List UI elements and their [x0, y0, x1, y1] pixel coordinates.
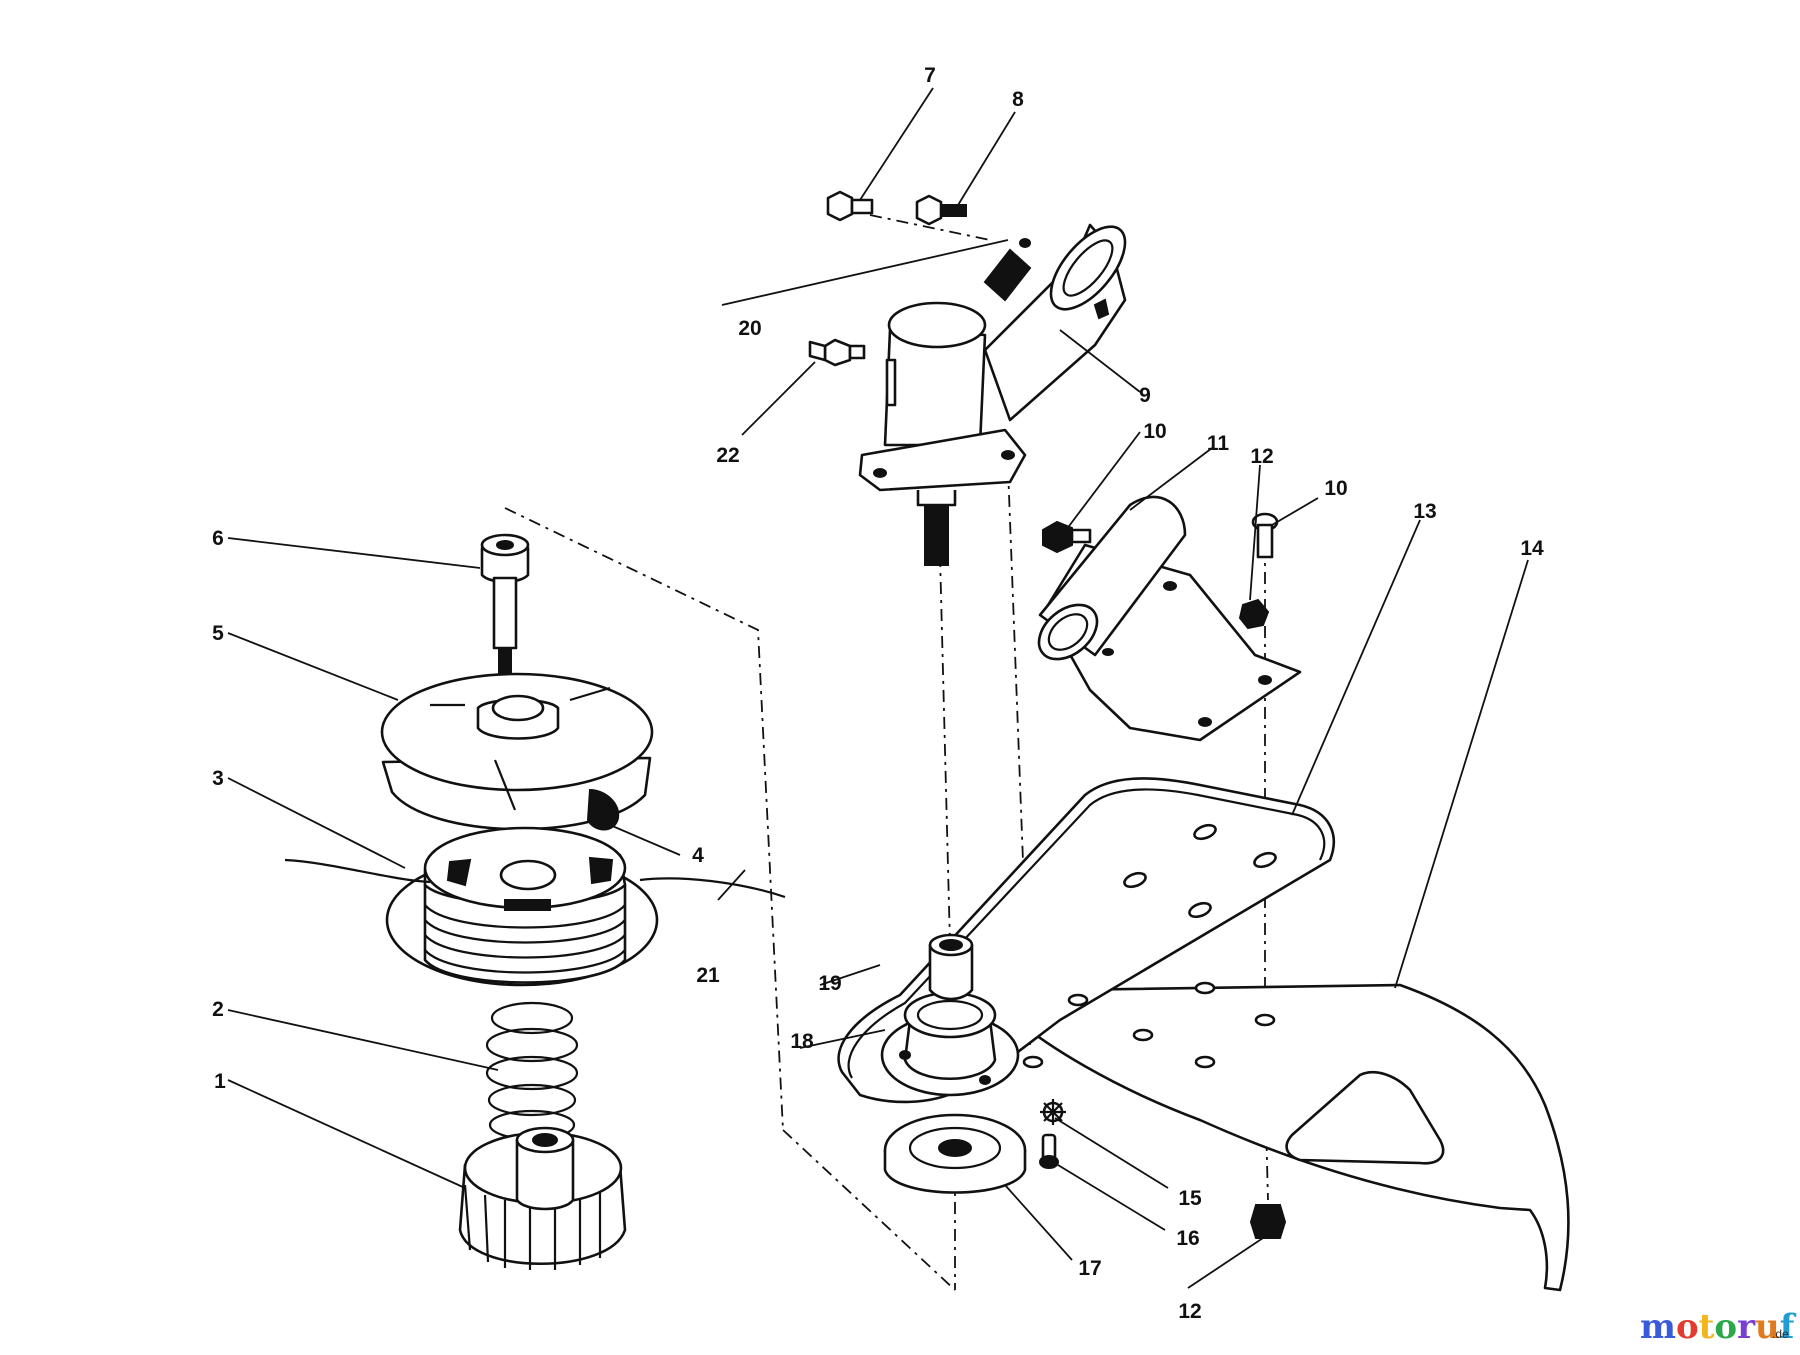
label-21: 21	[696, 964, 720, 987]
watermark-letter: o	[1676, 1307, 1699, 1347]
label-4: 4	[692, 844, 704, 867]
part-11-bracket	[1037, 495, 1302, 742]
label-20: 20	[738, 317, 761, 340]
label-19: 19	[818, 972, 841, 995]
label-6: 6	[212, 527, 224, 550]
part-14-guard-shield	[998, 983, 1570, 1292]
part-18-bearing-hub	[880, 991, 1020, 1097]
label-15: 15	[1178, 1187, 1202, 1210]
part-17-flange	[883, 1113, 1027, 1194]
label-2: 2	[212, 998, 224, 1021]
label-11: 11	[1207, 432, 1230, 455]
part-21-trimmer-line	[284, 858, 786, 899]
part-12-nut-bottom	[1249, 1204, 1287, 1239]
watermark-suffix: .de	[1772, 1327, 1789, 1341]
assembly-guide-lines	[504, 214, 1269, 1291]
label-14: 14	[1520, 537, 1544, 560]
watermark-letter: r	[1737, 1307, 1756, 1347]
part-7-bolt	[826, 190, 874, 222]
watermark-letter: o	[1714, 1307, 1737, 1347]
part-9-gear-head	[858, 223, 1127, 566]
watermark-letter: t	[1699, 1307, 1715, 1347]
label-16: 16	[1176, 1227, 1199, 1250]
label-8: 8	[1012, 88, 1024, 111]
part-8-bolt	[915, 194, 967, 226]
part-10-screw-right	[1251, 512, 1279, 559]
label-7: 7	[924, 64, 936, 87]
part-20-set-screw	[1019, 238, 1031, 248]
part-15-lock-washer	[1040, 1099, 1066, 1125]
part-22-grease-fitting	[808, 338, 866, 367]
part-19-bushing	[928, 933, 974, 1001]
label-3: 3	[212, 767, 224, 790]
label-12-lower: 12	[1178, 1300, 1201, 1323]
label-10-right: 10	[1324, 477, 1347, 500]
label-18: 18	[790, 1030, 814, 1053]
label-22: 22	[716, 444, 739, 467]
part-16-screw	[1039, 1133, 1059, 1169]
leader-lines	[227, 87, 1529, 1289]
watermark-letter: f	[1780, 1307, 1797, 1347]
label-17: 17	[1078, 1257, 1101, 1280]
part-5-spool-cover	[380, 672, 654, 831]
part-3-spool	[385, 826, 659, 987]
label-1: 1	[214, 1070, 226, 1093]
label-13: 13	[1413, 500, 1436, 523]
label-5: 5	[212, 622, 224, 645]
watermark-text: motoruf	[1640, 1307, 1797, 1347]
callout-labels: 1 2 3 4 5 6 7 8 9 10 10 11 12 12 13 14 1…	[212, 64, 1544, 1323]
watermark-letter: m	[1640, 1307, 1676, 1347]
part-1-bump-knob	[458, 1126, 627, 1270]
plate-holes	[1022, 823, 1277, 1069]
label-9: 9	[1139, 384, 1151, 407]
part-10-screw-left	[1042, 520, 1092, 554]
watermark-letter: u	[1755, 1307, 1780, 1347]
part-12-nut-upper	[1238, 598, 1270, 630]
watermark: motoruf .de	[1640, 1307, 1797, 1347]
label-10-left: 10	[1143, 420, 1166, 443]
label-12-upper: 12	[1250, 445, 1273, 468]
part-2-spring	[485, 1001, 579, 1141]
